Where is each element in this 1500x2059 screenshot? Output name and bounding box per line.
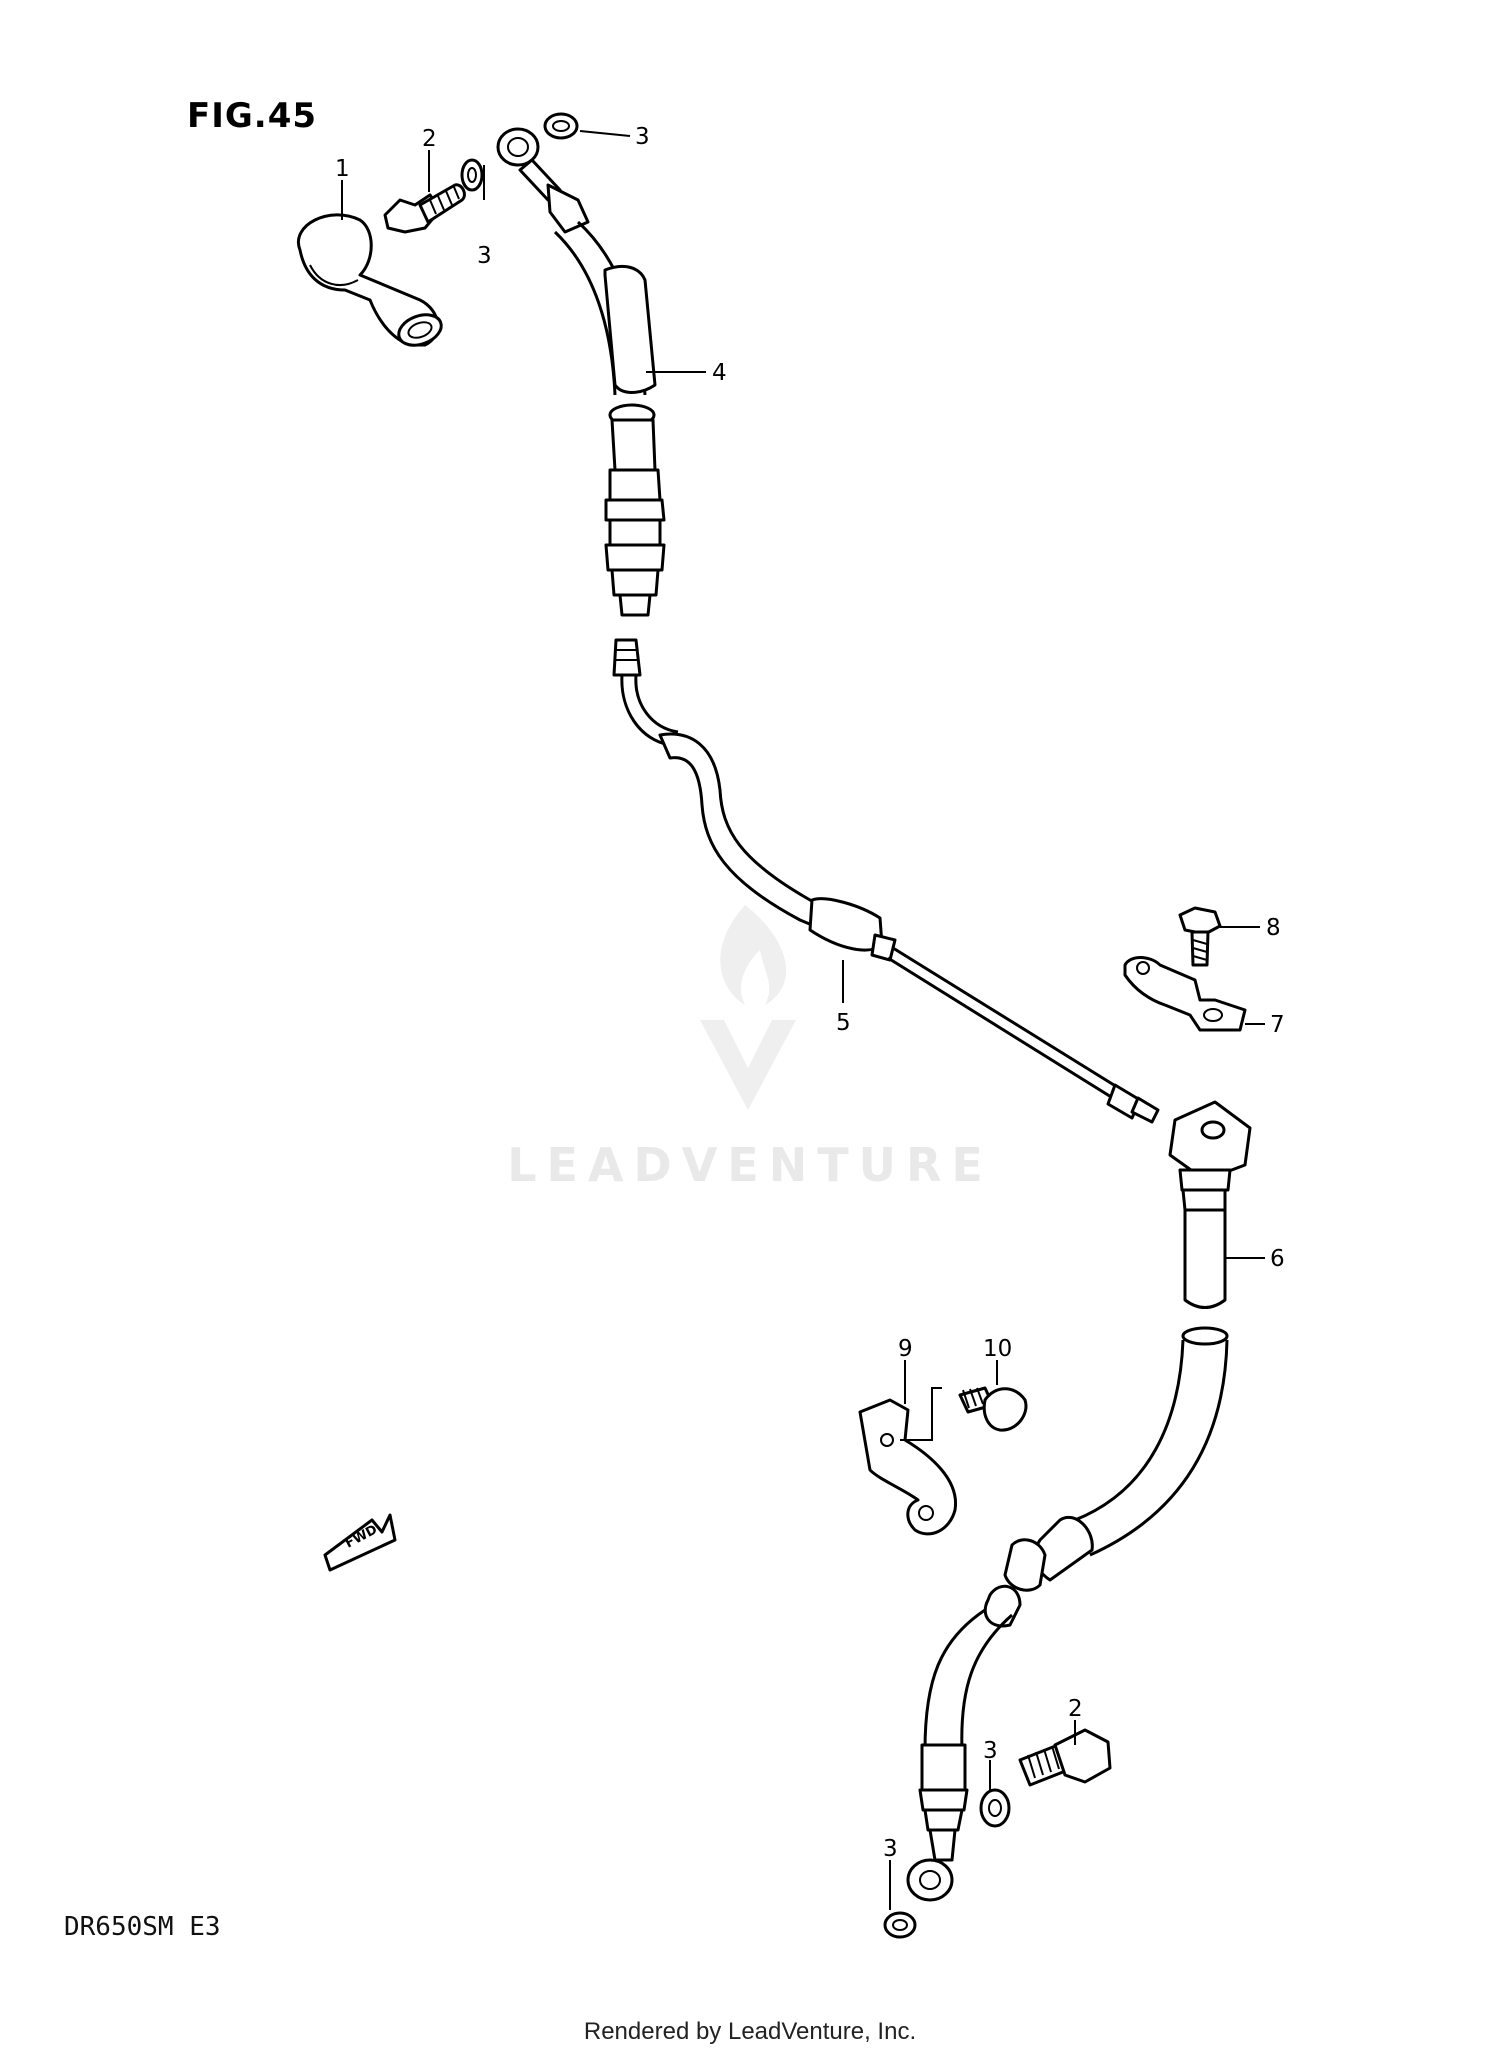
part-2-union-bolt-bottom	[1018, 1728, 1112, 1787]
callout-3-top-left: 3	[477, 243, 492, 269]
part-9-clamp	[858, 1387, 957, 1536]
leader-lines	[341, 130, 1265, 1910]
callout-3-bottom-left: 3	[883, 1836, 898, 1862]
callout-2-bottom: 2	[1068, 1696, 1083, 1722]
part-5-brake-pipe	[612, 638, 1160, 1124]
part-7-bracket	[1123, 956, 1247, 1032]
part-4-brake-hose-upper	[496, 127, 666, 617]
part-3-washer-bottom-right	[979, 1788, 1011, 1828]
callout-5: 5	[836, 1010, 851, 1036]
part-1-banjo-cover	[296, 213, 443, 347]
model-code: DR650SM E3	[64, 1912, 221, 1942]
part-3-washer-top-right	[543, 112, 579, 140]
part-2-union-bolt-top	[383, 183, 466, 234]
watermark: LEADVENTURE	[507, 1138, 993, 1192]
watermark-logo	[700, 905, 796, 1110]
footer-credit: Rendered by LeadVenture, Inc.	[583, 2018, 917, 2045]
callout-6: 6	[1270, 1246, 1285, 1272]
part-8-bolt	[1178, 906, 1222, 967]
callout-3-top-right: 3	[635, 124, 650, 150]
callout-3-bottom-right: 3	[983, 1738, 998, 1764]
part-3-washer-bottom-left	[883, 1911, 917, 1939]
callout-7: 7	[1270, 1012, 1285, 1038]
figure-label: FIG.45	[187, 96, 318, 136]
callout-4: 4	[712, 360, 727, 386]
callout-8: 8	[1266, 915, 1281, 941]
callout-9: 9	[898, 1336, 913, 1362]
part-3-washer-top-left	[460, 158, 484, 192]
fwd-arrow-icon: FWD	[323, 1513, 397, 1572]
part-6-brake-hose-lower	[906, 1100, 1252, 1902]
part-10-bolt	[958, 1386, 1028, 1432]
callout-2-top: 2	[422, 126, 437, 152]
callout-1: 1	[335, 156, 350, 182]
callout-10: 10	[983, 1336, 1012, 1362]
